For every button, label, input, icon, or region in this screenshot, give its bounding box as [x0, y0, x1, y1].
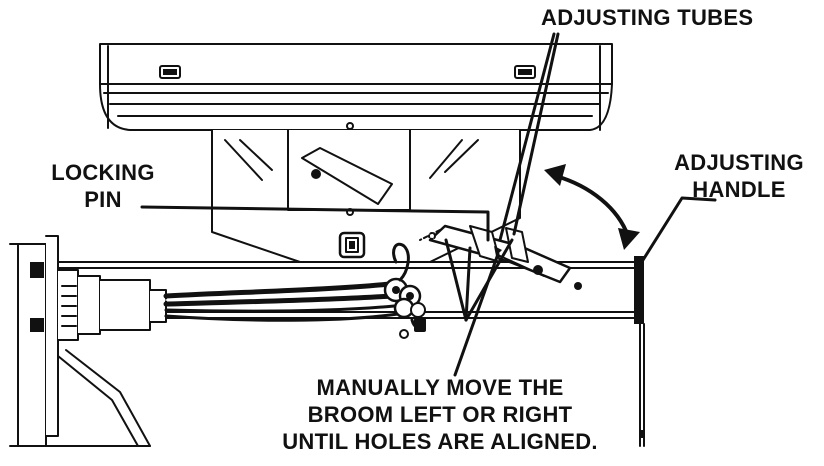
- label-instruction-line1: MANUALLY MOVE THE: [316, 375, 564, 400]
- label-locking-pin-line2: PIN: [84, 187, 122, 212]
- label-instruction: MANUALLY MOVE THE BROOM LEFT OR RIGHT UN…: [220, 374, 660, 455]
- label-adjusting-handle-line2: HANDLE: [692, 177, 786, 202]
- label-locking-pin-line1: LOCKING: [51, 160, 155, 185]
- leader-lines: [140, 32, 717, 377]
- locking-pin-bracket: [301, 147, 393, 205]
- hydraulic-hoses: [163, 281, 400, 322]
- left-motor-assembly: [9, 235, 167, 447]
- label-locking-pin: LOCKING PIN: [37, 159, 169, 213]
- label-adjusting-handle: ADJUSTING HANDLE: [664, 149, 814, 203]
- frame-hole: [574, 282, 582, 290]
- adjusting-tubes: [469, 225, 529, 263]
- label-instruction-line2: BROOM LEFT OR RIGHT: [307, 402, 573, 427]
- rotation-arrow: [544, 164, 640, 250]
- label-instruction-line3: UNTIL HOLES ARE ALIGNED.: [282, 429, 598, 454]
- label-adjusting-handle-line1: ADJUSTING: [674, 150, 804, 175]
- label-adjusting-tubes: ADJUSTING TUBES: [541, 5, 754, 30]
- right-side-plate: [634, 256, 645, 447]
- hose-fittings: [383, 242, 426, 339]
- top-housing: [99, 43, 613, 131]
